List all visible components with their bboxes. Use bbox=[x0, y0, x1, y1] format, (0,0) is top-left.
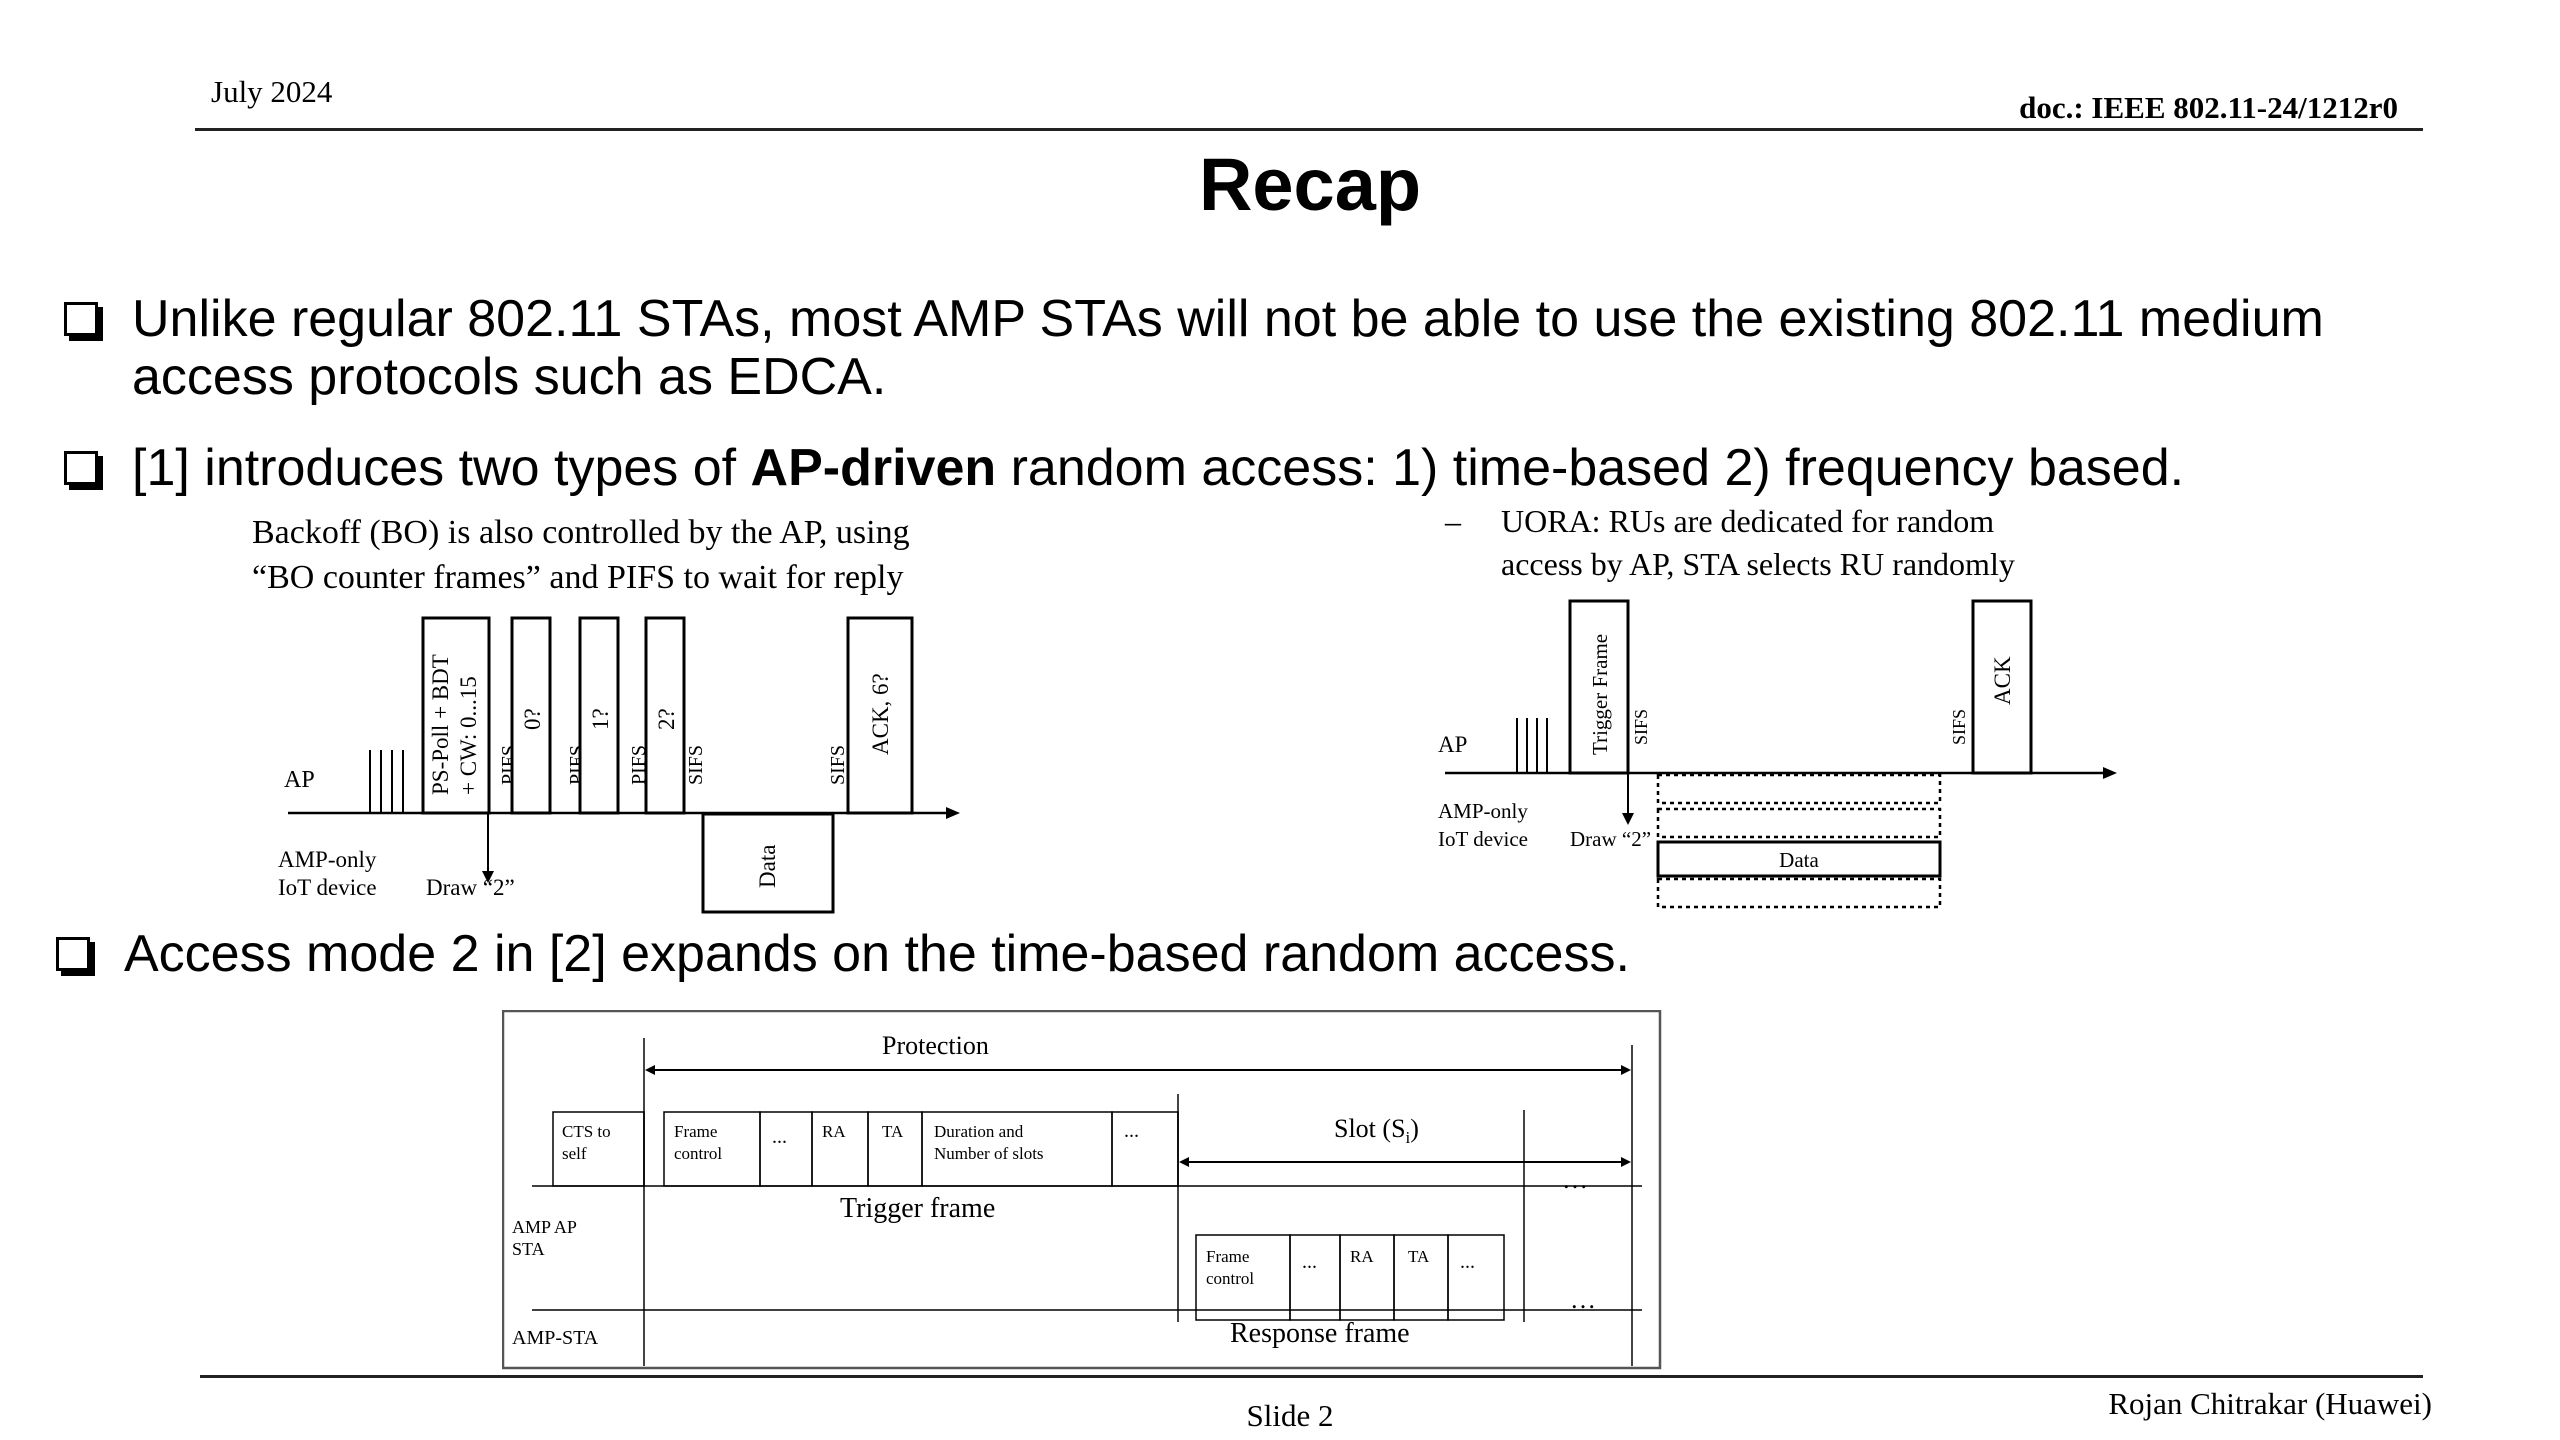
bullet-box-icon bbox=[56, 937, 90, 971]
ap-sta-label-1: AMP AP bbox=[512, 1217, 577, 1237]
bullet-2-text: [1] introduces two types of AP-driven ra… bbox=[132, 439, 2532, 497]
bo-frame-0 bbox=[510, 616, 552, 815]
protection-label: Protection bbox=[882, 1031, 989, 1060]
trigger-frame-label: Trigger Frame bbox=[1588, 634, 1612, 755]
right-note-line-2: access by AP, STA selects RU randomly bbox=[1501, 546, 2015, 582]
bullet-box-icon bbox=[64, 451, 98, 485]
bullet-1-line-2: access protocols such as EDCA. bbox=[132, 348, 887, 406]
ap-frame-control-label-1: Frame bbox=[674, 1122, 717, 1141]
sta-ellipsis-1: ... bbox=[1302, 1251, 1317, 1273]
ap-ellipsis-1: ... bbox=[772, 1126, 787, 1148]
trigger-frame bbox=[1568, 599, 1630, 775]
freq-data-label: Data bbox=[1779, 848, 1819, 872]
freq-data-frame bbox=[1656, 840, 1942, 878]
right-note-line-1: UORA: RUs are dedicated for random bbox=[1501, 503, 1995, 539]
footer-author: Rojan Chitrakar (Huawei) bbox=[2108, 1386, 2432, 1421]
left-note: Backoff (BO) is also controlled by the A… bbox=[252, 510, 910, 600]
ap-ta-label: TA bbox=[882, 1122, 904, 1141]
cts-label-1: CTS to bbox=[562, 1122, 611, 1141]
bullet-2-bold: AP-driven bbox=[750, 439, 997, 497]
ack-label: ACK, 6? bbox=[868, 673, 893, 755]
bullet-3-text: Access mode 2 in [2] expands on the time… bbox=[124, 925, 1630, 983]
cts-label-2: self bbox=[562, 1144, 587, 1163]
sifs-label: SIFS bbox=[827, 745, 849, 785]
bo-frame-1 bbox=[578, 616, 620, 815]
bo-frame-0-label: 0? bbox=[520, 708, 545, 730]
freq-iot-label-2: IoT device bbox=[1438, 827, 1528, 851]
ps-poll-label-2: + CW: 0...15 bbox=[456, 676, 481, 795]
time-iot-label-1: AMP-only bbox=[278, 847, 377, 872]
ap-row-dots: … bbox=[1562, 1165, 1588, 1194]
right-note: – UORA: RUs are dedicated for random acc… bbox=[1445, 500, 2015, 586]
ap-ra-label: RA bbox=[822, 1122, 846, 1141]
response-frame-caption: Response frame bbox=[1230, 1318, 1410, 1349]
bullet-2-pre: [1] introduces two types of bbox=[132, 439, 751, 497]
freq-draw-label: Draw “2” bbox=[1570, 827, 1651, 851]
data-frame bbox=[701, 812, 835, 914]
trigger-frame-caption: Trigger frame bbox=[840, 1193, 995, 1224]
sta-frame-control-label-1: Frame bbox=[1206, 1247, 1249, 1266]
freq-ack-frame bbox=[1971, 599, 2033, 775]
slot-label: Slot (Si) bbox=[1334, 1114, 1419, 1147]
time-based-diagram: AP AMP-only IoT device PS-Poll + BDT + C… bbox=[278, 616, 960, 914]
sta-ra-label: RA bbox=[1350, 1247, 1374, 1266]
sta-ta-label: TA bbox=[1408, 1247, 1430, 1266]
sta-row-dots: … bbox=[1570, 1285, 1596, 1314]
bullet-1-line-1: Unlike regular 802.11 STAs, most AMP STA… bbox=[132, 290, 2324, 348]
duration-label-2: Number of slots bbox=[934, 1144, 1044, 1163]
footer-rule bbox=[200, 1375, 2423, 1378]
ack-frame bbox=[846, 616, 914, 815]
freq-ack-label: ACK bbox=[1990, 656, 2015, 705]
freq-ap-label: AP bbox=[1438, 732, 1467, 757]
amp-sta-label: AMP-STA bbox=[512, 1327, 599, 1349]
duration-label-1: Duration and bbox=[934, 1122, 1024, 1141]
freq-iot-label-1: AMP-only bbox=[1438, 799, 1528, 823]
freq-sifs-label: SIFS bbox=[1631, 709, 1651, 745]
sta-ellipsis-2: ... bbox=[1460, 1251, 1475, 1273]
slot-label-close: ) bbox=[1410, 1114, 1419, 1143]
sta-frame-control-label-2: control bbox=[1206, 1269, 1254, 1288]
slide-number: Slide 2 bbox=[1246, 1398, 1334, 1433]
data-label: Data bbox=[755, 845, 780, 888]
ap-sta-label-2: STA bbox=[512, 1239, 545, 1259]
slot-label-text: Slot (S bbox=[1334, 1114, 1406, 1143]
header-doc-id: doc.: IEEE 802.11-24/1212r0 bbox=[2019, 90, 2398, 125]
header-date: July 2024 bbox=[211, 74, 333, 109]
frequency-based-diagram: AP AMP-only IoT device Trigger Frame SIF… bbox=[1438, 599, 2117, 909]
bo-frame-1-label: 1? bbox=[588, 708, 613, 730]
time-ap-label: AP bbox=[284, 767, 315, 793]
left-note-line-1: Backoff (BO) is also controlled by the A… bbox=[252, 514, 910, 551]
ap-frame-control-label-2: control bbox=[674, 1144, 722, 1163]
sifs-label: SIFS bbox=[685, 745, 707, 785]
right-note-dash: – bbox=[1445, 503, 1461, 539]
time-draw-label: Draw “2” bbox=[426, 875, 515, 900]
ap-ellipsis-2: ... bbox=[1124, 1120, 1139, 1142]
bo-frame-2 bbox=[644, 616, 686, 815]
bo-frame-2-label: 2? bbox=[654, 708, 679, 730]
freq-sifs-label: SIFS bbox=[1949, 709, 1969, 745]
slide-title: Recap bbox=[1198, 143, 1422, 226]
bullet-box-icon bbox=[64, 302, 98, 336]
left-note-line-2: “BO counter frames” and PIFS to wait for… bbox=[252, 559, 904, 596]
access-mode-2-diagram: Protection Slot (Si) CTS to self Frame c… bbox=[502, 1010, 1662, 1370]
time-iot-label-2: IoT device bbox=[278, 875, 377, 900]
slot-label-subscript: i bbox=[1406, 1128, 1411, 1147]
header-rule bbox=[195, 128, 2423, 131]
ps-poll-frame bbox=[421, 616, 491, 815]
bullet-2-post: random access: 1) time-based 2) frequenc… bbox=[996, 439, 2185, 497]
ps-poll-label-1: PS-Poll + BDT bbox=[428, 654, 453, 795]
